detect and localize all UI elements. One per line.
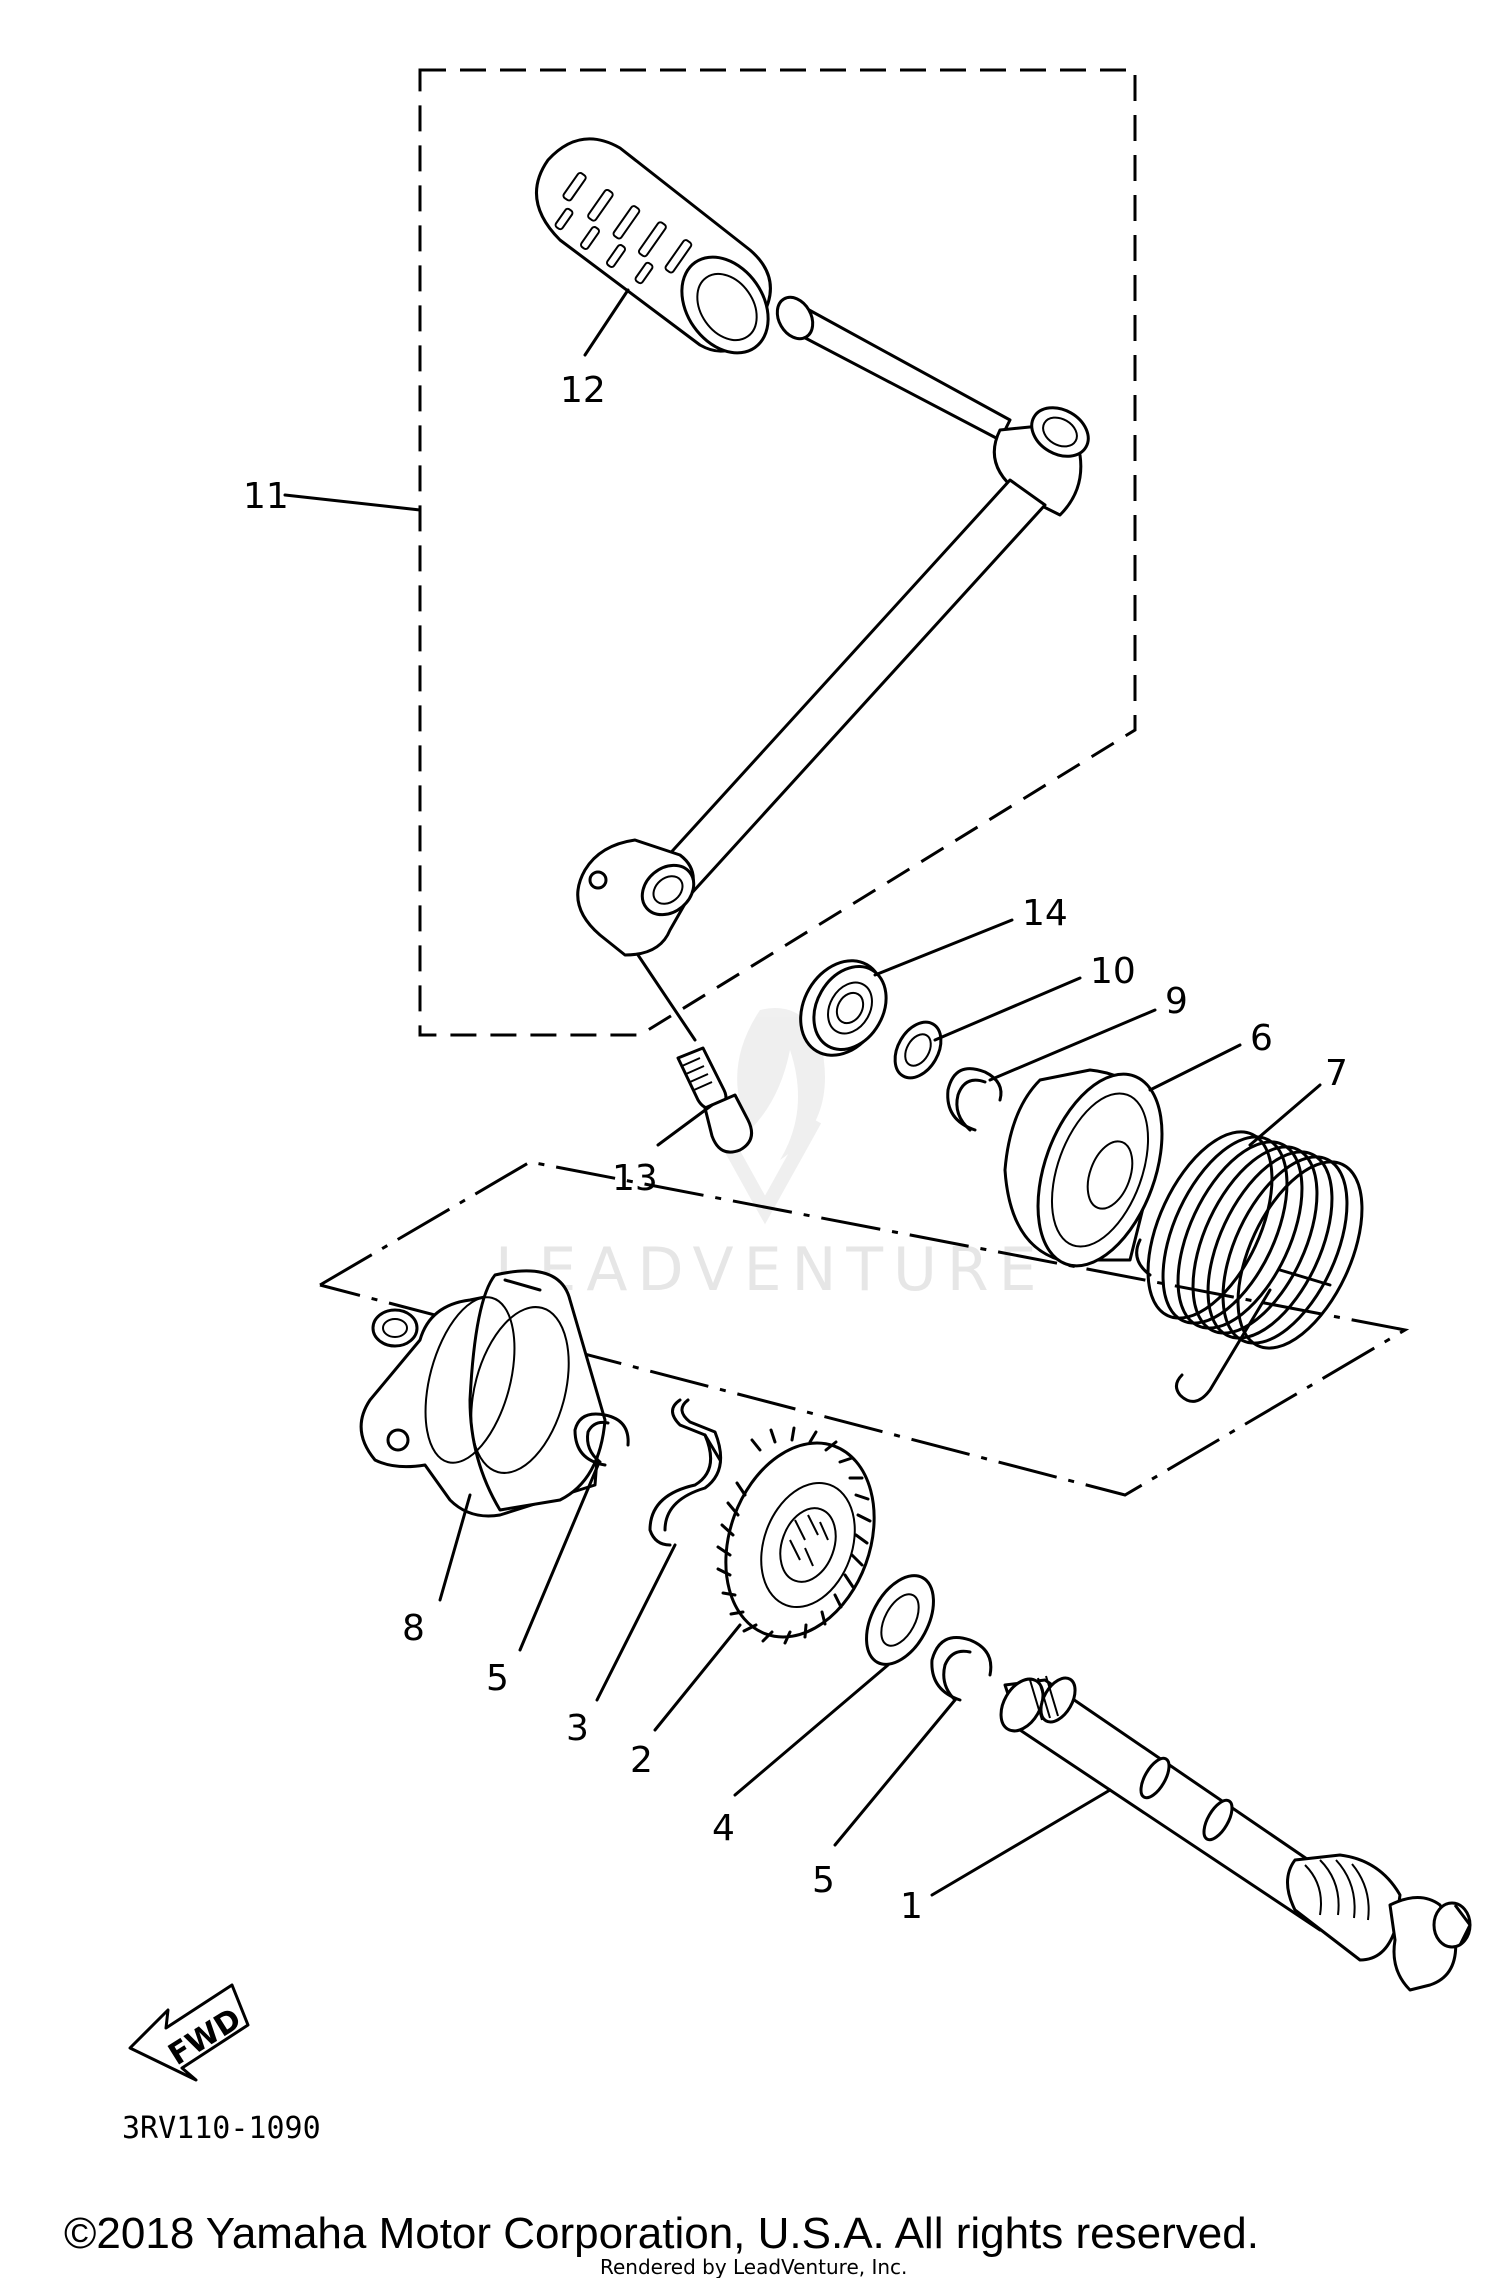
callout-1: 1 bbox=[900, 1886, 923, 1927]
callout-labels: 11 12 14 10 9 6 7 13 8 5 3 2 4 5 1 bbox=[243, 370, 1348, 1927]
part-8-kick-housing bbox=[359, 1269, 607, 1518]
leadventure-watermark: LEADVENTURE bbox=[495, 1008, 1047, 1305]
callout-8: 8 bbox=[402, 1608, 425, 1649]
part-9-circlip bbox=[946, 1067, 1003, 1132]
callout-6: 6 bbox=[1250, 1018, 1273, 1059]
part-14-bearing bbox=[799, 959, 888, 1057]
assembly-11-boundary bbox=[418, 68, 1137, 1037]
watermark-text: LEADVENTURE bbox=[495, 1235, 1047, 1305]
leader-lines bbox=[283, 288, 1322, 1897]
callout-9: 9 bbox=[1165, 981, 1188, 1022]
fwd-arrow-icon: FWD bbox=[128, 1983, 250, 2082]
part-7-kick-spring bbox=[1135, 1130, 1364, 1403]
callout-11: 11 bbox=[243, 476, 289, 517]
part-13-bolt bbox=[636, 953, 754, 1154]
part-2-gear bbox=[716, 1426, 876, 1645]
part-3-clip bbox=[648, 1398, 723, 1547]
part-11-kick-lever bbox=[576, 295, 1090, 957]
part-5-circlip-lower bbox=[930, 1636, 993, 1702]
part-5-circlip-upper bbox=[573, 1412, 630, 1467]
callout-5-upper: 5 bbox=[486, 1658, 509, 1699]
callout-12: 12 bbox=[560, 370, 606, 411]
part-6-spring-cover bbox=[1003, 1068, 1164, 1268]
callout-13: 13 bbox=[612, 1158, 658, 1199]
part-4-washer bbox=[865, 1574, 935, 1666]
callout-3: 3 bbox=[566, 1708, 589, 1749]
assembly-plane-boundary bbox=[319, 1160, 1410, 1497]
callout-10: 10 bbox=[1090, 951, 1136, 992]
callout-7: 7 bbox=[1325, 1053, 1348, 1094]
part-12-grip bbox=[534, 137, 772, 355]
part-1-kick-shaft bbox=[999, 1675, 1472, 1992]
callout-2: 2 bbox=[630, 1740, 653, 1781]
part-10-washer bbox=[893, 1020, 943, 1080]
rendered-by-text: Rendered by LeadVenture, Inc. bbox=[600, 2255, 907, 2278]
callout-14: 14 bbox=[1022, 893, 1068, 934]
copyright-text: ©2018 Yamaha Motor Corporation, U.S.A. A… bbox=[64, 2209, 1259, 2258]
diagram-code: 3RV110-1090 bbox=[122, 2111, 321, 2146]
callout-4: 4 bbox=[712, 1808, 735, 1849]
callout-5-lower: 5 bbox=[812, 1860, 835, 1901]
